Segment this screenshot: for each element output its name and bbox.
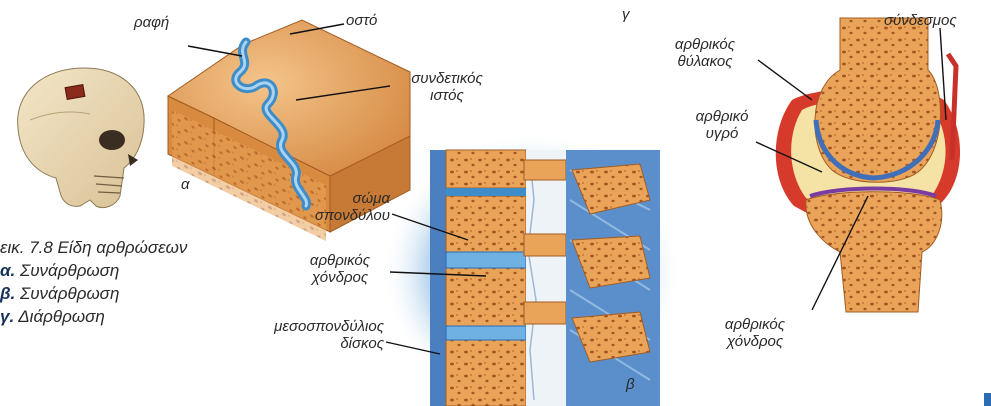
skull-drawing [18,68,144,208]
panel-a-letter: α [181,176,190,193]
panel-c-letter: γ [622,6,630,23]
caption-item-c-letter: γ. [0,307,14,326]
label-joint-cartilage-line2: χόνδρος [727,333,783,350]
label-ligament: σύνδεσμος [884,12,957,29]
label-vertebral-body: σώμα σπονδύλου [290,190,390,224]
caption-title: εικ. 7.8 Είδη αρθρώσεων [0,236,187,259]
caption-item-b-text: Συνάρθρωση [20,284,119,303]
label-spine-cartilage: αρθρικός χόνδρος [290,252,390,286]
label-capsule-line1: αρθρικός [675,36,735,53]
label-joint-cartilage-line1: αρθρικός [725,316,785,333]
label-fluid-line2: υγρό [706,125,739,142]
label-connective-tissue: συνδετικός ιστός [392,70,502,104]
label-joint-cartilage: αρθρικός χόνδρος [700,316,810,350]
label-connective-line1: συνδετικός [411,70,483,87]
caption-item-a-text: Συνάρθρωση [20,261,119,280]
page-corner-marker [984,393,991,406]
caption-item-b: β. Συνάρθρωση [0,282,187,305]
label-intervertebral-disc: μεσοσπονδύλιος δίσκος [244,318,384,352]
panel-b-letter: β [626,376,635,393]
label-disc-line2: δίσκος [340,335,384,352]
leader-capsule [758,60,812,100]
label-capsule-line2: θύλακος [677,53,732,70]
label-fluid-line1: αρθρικό [696,108,749,125]
caption-item-a: α. Συνάρθρωση [0,259,187,282]
label-connective-line2: ιστός [430,87,464,104]
label-suture: ραφή [134,14,169,31]
panel-c-synovial-joint [756,18,960,312]
label-spine-cartilage-line2: χόνδρος [312,269,368,286]
label-spine-cartilage-line1: αρθρικός [310,252,370,269]
panel-b-spine [382,132,682,406]
label-synovial-fluid: αρθρικό υγρό [672,108,772,142]
label-vertebral-body-line2: σπονδύλου [315,207,390,224]
figure-caption: εικ. 7.8 Είδη αρθρώσεων α. Συνάρθρωση β.… [0,236,187,328]
label-joint-capsule: αρθρικός θύλακος [650,36,760,70]
label-bone: οστό [346,12,377,29]
label-disc-line1: μεσοσπονδύλιος [274,318,384,335]
label-vertebral-body-line1: σώμα [353,190,391,207]
caption-item-a-letter: α. [0,261,15,280]
caption-item-b-letter: β. [0,284,15,303]
caption-item-c: γ. Διάρθρωση [0,305,187,328]
vertebral-column [430,150,660,406]
caption-item-c-text: Διάρθρωση [18,307,105,326]
